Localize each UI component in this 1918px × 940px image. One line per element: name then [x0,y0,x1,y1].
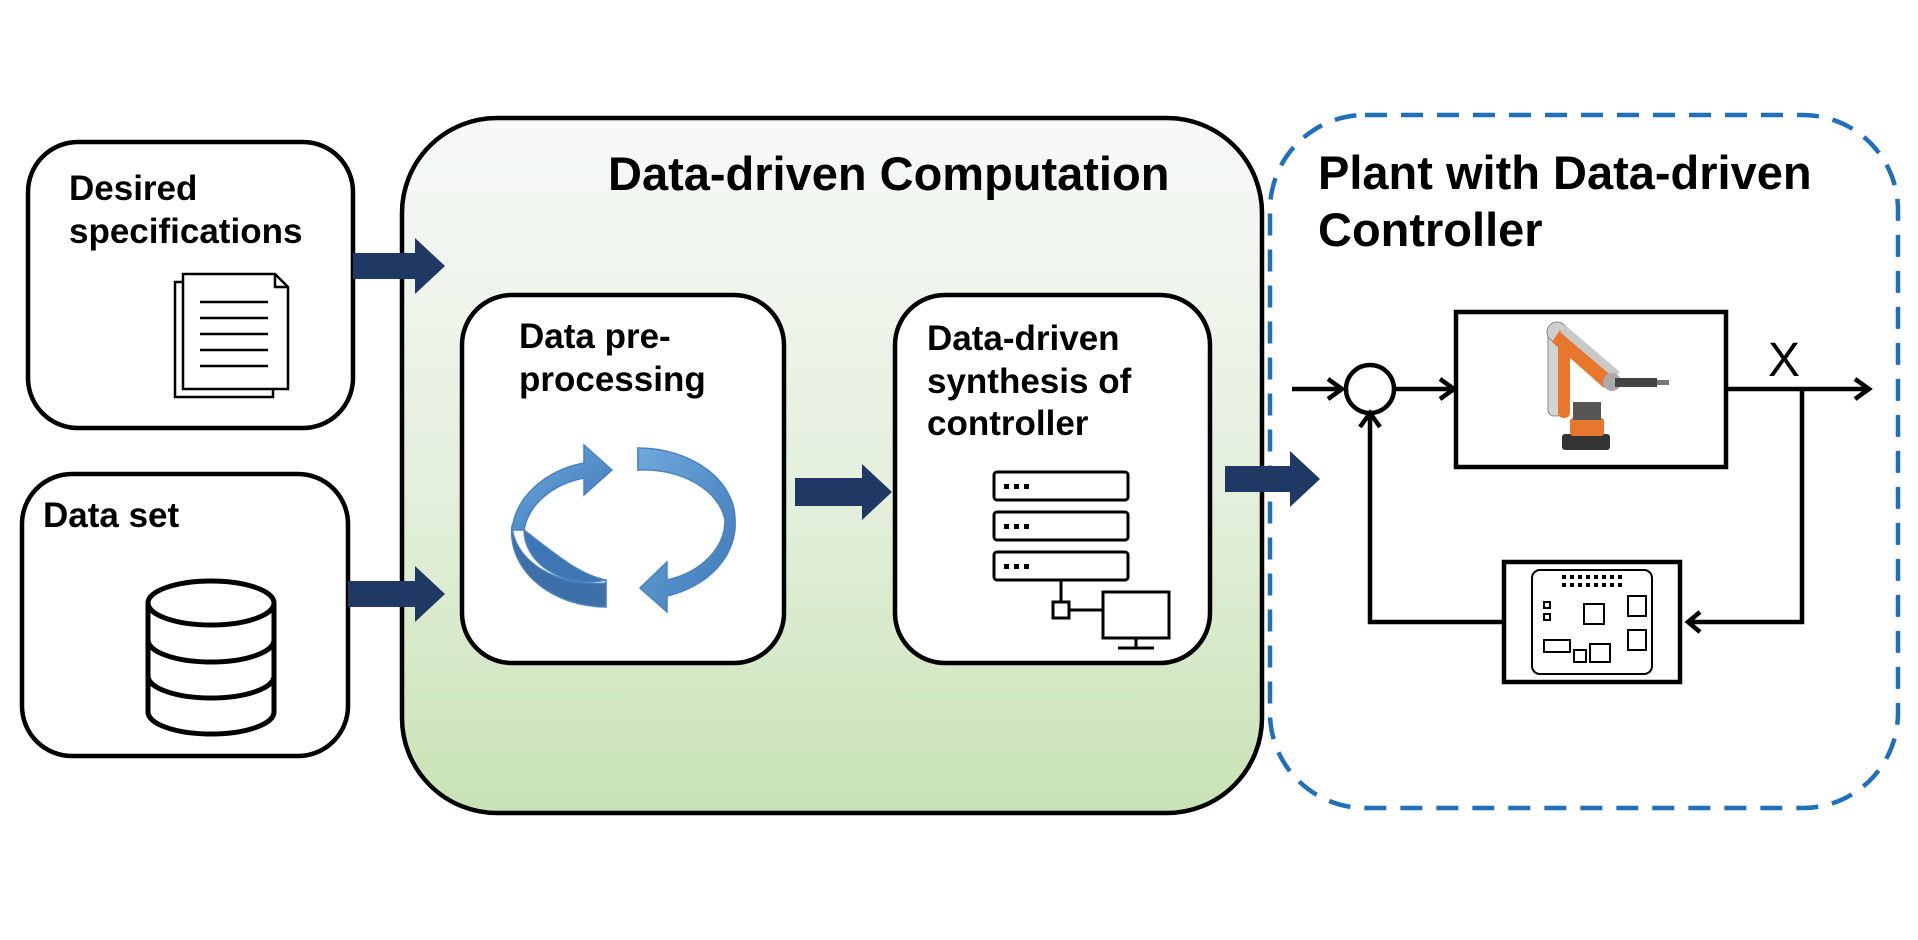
cycle-arrows-icon [510,443,736,614]
summing-junction [1343,362,1397,416]
arrow-specifications [353,238,445,294]
plant-title: Plant with Data-driven Controller [1318,144,1812,259]
synthesis-title-line2: synthesis of [927,361,1132,401]
arrow-dataset [348,566,445,622]
specifications-title-line1: Desired [69,169,198,208]
preprocessing-title-line1: Data pre- [519,317,671,356]
specifications-title-line2: specifications [69,211,303,251]
circuit-board-icon [1531,569,1653,675]
dataset-title: Data set [43,496,180,535]
plant-title-line2: Controller [1318,203,1543,257]
synthesis-title: Data-driven synthesis of controller [927,318,1131,446]
computation-title: Data-driven Computation [608,147,1170,200]
preprocessing-title-line2: processing [519,359,706,399]
server-computer-icon [992,470,1171,650]
output-label: X [1768,334,1800,387]
synthesis-title-line1: Data-driven [927,319,1120,358]
plant-title-line1: Plant with Data-driven [1318,146,1812,199]
robot-arm-icon [1546,321,1669,450]
loop-wiring [1292,362,1873,634]
preprocessing-title: Data pre- processing [519,316,706,401]
arrow-preprocessing-to-synthesis [795,464,892,520]
document-icon [173,272,290,399]
controller-block [1501,559,1683,685]
plant-output-label: X [1768,334,1800,387]
specifications-title: Desired specifications [69,168,302,253]
arrow-to-plant [1225,451,1320,507]
synthesis-title-line3: controller [927,404,1089,444]
plant-panel [1267,112,1901,811]
database-icon [145,578,277,737]
